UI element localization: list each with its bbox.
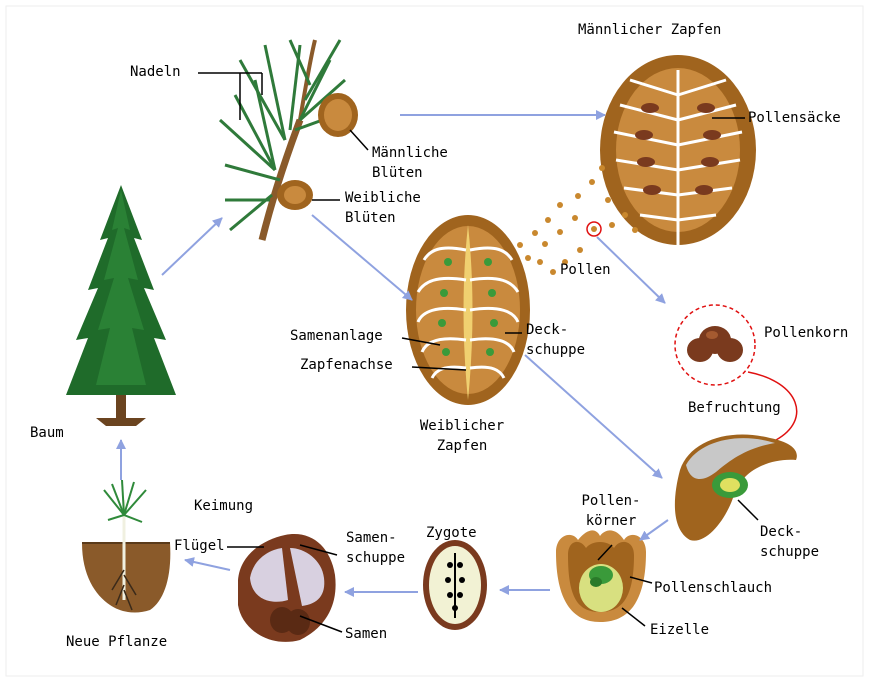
label-baum: Baum: [30, 425, 64, 441]
label-pollenkoerner-1: Pollen-: [576, 493, 646, 509]
label-zygote: Zygote: [426, 525, 477, 541]
label-samenschuppe-2: schuppe: [346, 550, 405, 566]
label-pollenkoerner-2: körner: [576, 513, 646, 529]
label-deckschuppe2-2: schuppe: [760, 544, 819, 560]
label-maennlicher-zapfen: Männlicher Zapfen: [578, 22, 721, 38]
label-zapfenachse: Zapfenachse: [300, 357, 393, 373]
label-weibliche-blueten-2: Blüten: [345, 210, 396, 226]
label-befruchtung: Befruchtung: [688, 400, 781, 416]
label-samen: Samen: [345, 626, 387, 642]
label-maennliche-blueten-2: Blüten: [372, 165, 423, 181]
label-nadeln: Nadeln: [130, 64, 181, 80]
label-pollenkorn: Pollenkorn: [764, 325, 848, 341]
label-neue-pflanze: Neue Pflanze: [66, 634, 167, 650]
label-deckschuppe2-1: Deck-: [760, 524, 802, 540]
zygote-illustration: [423, 540, 487, 630]
female-cone-illustration: [406, 215, 530, 405]
label-weibliche-blueten-1: Weibliche: [345, 190, 421, 206]
label-pollen: Pollen: [560, 262, 611, 278]
label-samenanlage: Samenanlage: [290, 328, 383, 344]
label-pollensaecke: Pollensäcke: [748, 110, 841, 126]
label-weiblicher-zapfen-2: Zapfen: [402, 438, 522, 454]
label-maennliche-blueten-1: Männliche: [372, 145, 448, 161]
label-deckschuppe-1: Deck-: [526, 322, 568, 338]
label-pollenschlauch: Pollenschlauch: [654, 580, 772, 596]
label-keimung: Keimung: [194, 498, 253, 514]
label-fluegel: Flügel: [174, 538, 225, 554]
label-weiblicher-zapfen-1: Weiblicher: [402, 418, 522, 434]
label-samenschuppe-1: Samen-: [346, 530, 397, 546]
label-deckschuppe-2: schuppe: [526, 342, 585, 358]
label-eizelle: Eizelle: [650, 622, 709, 638]
